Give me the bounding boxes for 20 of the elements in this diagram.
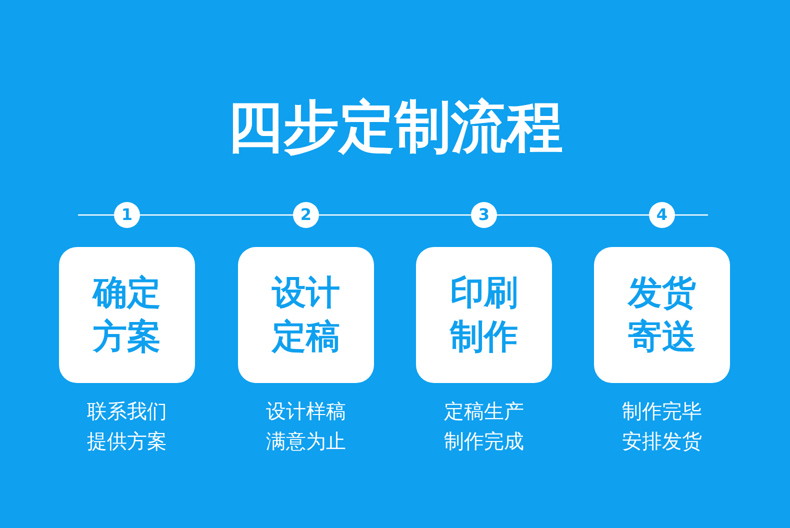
step-title: 印刷制作	[448, 272, 519, 359]
title: 四步定制流程	[226, 94, 564, 162]
step-number-circle: 2	[293, 202, 319, 228]
step-number-circle: 4	[649, 202, 675, 228]
step-number-circle: 3	[471, 202, 497, 228]
step-title: 设计定稿	[270, 272, 341, 359]
step-card	[416, 247, 552, 383]
timeline-connector	[497, 214, 649, 216]
timeline-connector	[319, 214, 471, 216]
timeline-connector	[140, 214, 293, 216]
step-card	[238, 247, 374, 383]
step-card	[59, 247, 195, 383]
step-title: 发货寄送	[626, 272, 697, 359]
step-description: 联系我们提供方案	[86, 398, 168, 455]
step-title: 确定方案	[91, 272, 162, 359]
step-description: 设计样稿满意为止	[265, 398, 347, 455]
step-description: 制作完毕安排发货	[621, 398, 703, 455]
step-card	[594, 247, 730, 383]
step-number-circle: 1	[114, 202, 140, 228]
step-description: 定稿生产制作完成	[443, 398, 525, 455]
